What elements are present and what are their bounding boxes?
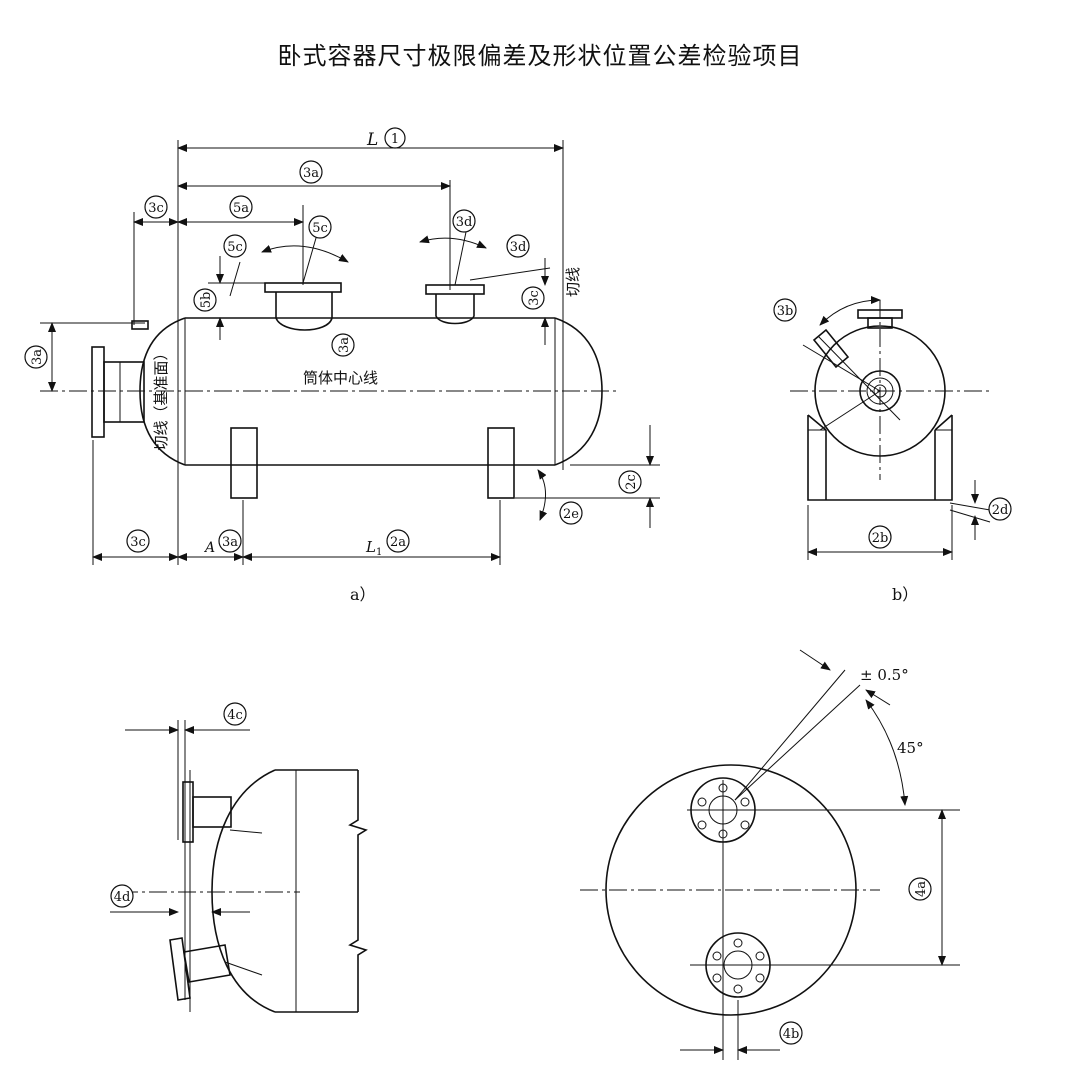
caption-b: b） (892, 585, 918, 604)
view-a-dimensions (40, 144, 660, 561)
label-4b: 4b (783, 1027, 800, 1042)
view-b-labels: 3b 2b 2d b） (773, 298, 1012, 604)
view-d-labels: ± 0.5° 45° 4a 4b (779, 666, 932, 1045)
label-L1-sub: 1 (376, 547, 382, 558)
label-3d: 3d (510, 240, 527, 255)
view-c-labels: 4c 4d (110, 702, 247, 908)
cut-line-right-label: 切线 (564, 267, 582, 297)
view-b-end-view (790, 296, 991, 560)
label-1: 1 (391, 132, 399, 147)
label-3c-right: 3c (527, 290, 542, 306)
view-d-flange-view (580, 649, 960, 1060)
label-2c: 2c (624, 474, 639, 490)
label-3d-top: 3d (456, 215, 473, 230)
label-5c-top: 5c (312, 221, 328, 236)
label-A: A (203, 540, 215, 556)
label-L: L (366, 130, 378, 150)
diagram-title: 卧式容器尺寸极限偏差及形状位置公差检验项目 (277, 42, 803, 70)
view-c-side-detail (110, 720, 368, 1013)
view-a-labels: L 1 3a 3c 5a 5c 5c 3d 3d 5b 3c 切线 3a 筒体中… (24, 127, 642, 604)
label-L1: L (365, 538, 376, 556)
label-3c-bottom: 3c (130, 535, 146, 550)
angle-tolerance-label: ± 0.5° (860, 666, 909, 684)
cut-line-left-label: 切线（基准面） (152, 345, 170, 450)
view-a-vessel (40, 140, 618, 565)
label-4c: 4c (227, 708, 243, 723)
angle-label: 45° (897, 739, 924, 757)
label-2d: 2d (992, 503, 1009, 518)
label-3c-top: 3c (148, 201, 164, 216)
label-5c: 5c (227, 240, 243, 255)
label-3a-top: 3a (303, 166, 319, 181)
label-4a: 4a (914, 881, 929, 897)
label-3a-bottom: 3a (222, 535, 238, 550)
label-2e: 2e (563, 507, 579, 522)
callout-1 (384, 127, 406, 149)
label-5a: 5a (233, 201, 249, 216)
label-4d: 4d (114, 890, 131, 905)
label-2a: 2a (390, 535, 406, 550)
center-line-label: 筒体中心线 (303, 369, 378, 387)
label-5b: 5b (199, 292, 214, 309)
label-3a-body: 3a (337, 337, 352, 353)
label-2b: 2b (872, 531, 889, 546)
label-3a-left: 3a (30, 349, 45, 365)
label-3b: 3b (777, 304, 794, 319)
caption-a: a） (350, 585, 376, 604)
